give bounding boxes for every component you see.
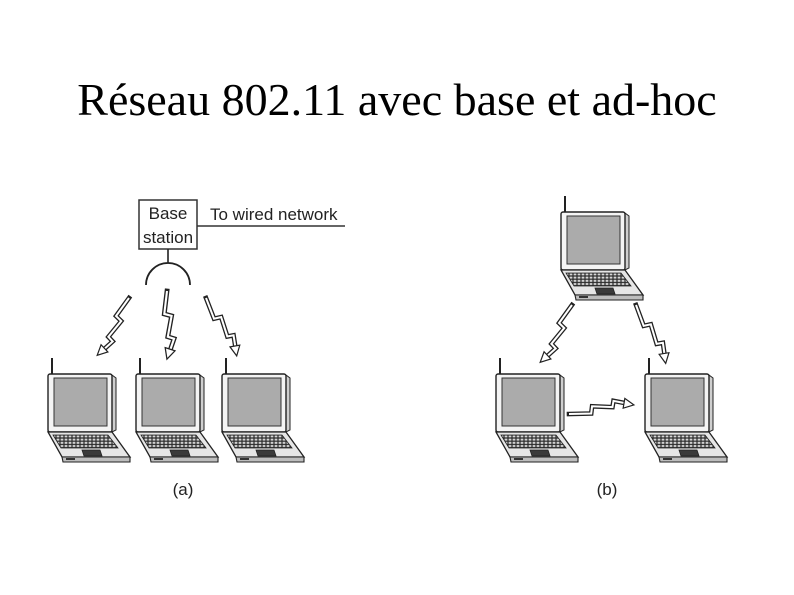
lightning-bolt-icon (633, 302, 672, 364)
antenna-icon (145, 249, 191, 286)
laptop-icon (495, 357, 579, 463)
lightning-bolt-icon (568, 397, 634, 417)
lightning-bolt-icon (96, 297, 135, 359)
base-station-label-line1: Base (149, 204, 188, 223)
base-station-box (138, 199, 198, 250)
lightning-bolt-icon (539, 304, 578, 366)
laptop-icon (560, 195, 644, 301)
diagram-b-caption: (b) (597, 480, 618, 499)
laptop-icon (135, 357, 219, 463)
diagram-b: (b) (495, 195, 728, 499)
lightning-bolt-icon (164, 291, 175, 359)
laptop-icon (644, 357, 728, 463)
base-station-label-line2: station (143, 228, 193, 247)
lightning-bolt-icon (203, 295, 243, 357)
diagram-a: Base station To wired network (a) (47, 199, 345, 499)
laptop-icon (47, 357, 131, 463)
diagram-a-caption: (a) (173, 480, 194, 499)
laptop-icon (221, 357, 305, 463)
base-station: Base station (138, 199, 198, 250)
wired-network-label: To wired network (210, 205, 338, 224)
slide-title: Réseau 802.11 avec base et ad-hoc (77, 74, 717, 125)
